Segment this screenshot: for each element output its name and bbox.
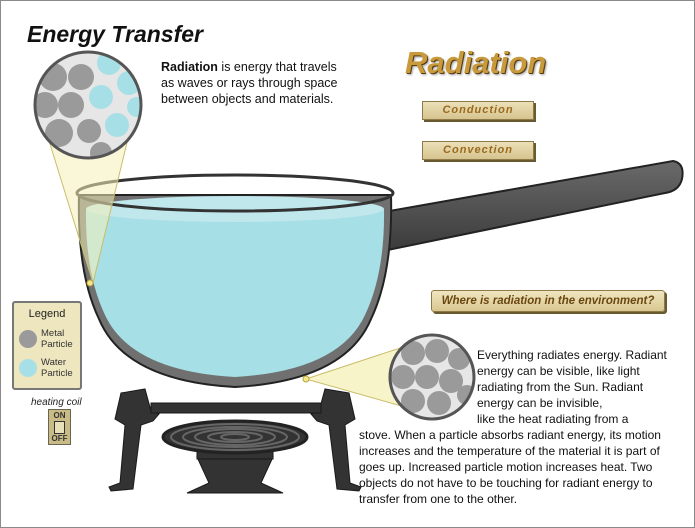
description-top: Everything radiates energy. Radiant ener… (477, 348, 667, 410)
legend-title: Legend (28, 308, 66, 320)
intro-text: Radiation is energy that travels as wave… (161, 59, 351, 107)
pot-handle (365, 159, 684, 255)
heating-coil-label: heating coil (31, 397, 82, 408)
page-title: Energy Transfer (27, 21, 203, 47)
description-indent: like the heat radiating from a (477, 412, 629, 426)
pot-water (85, 209, 385, 377)
conduction-button[interactable]: Conduction (422, 101, 534, 120)
legend: Legend Metal Particle Water Particle (12, 301, 82, 390)
switch-toggle[interactable] (54, 421, 65, 434)
legend-water-label: Water Particle (41, 357, 73, 379)
description-main: stove. When a particle absorbs radiant e… (359, 428, 661, 506)
section-heading: Radiation (405, 45, 547, 80)
environment-question-button[interactable]: Where is radiation in the environment? (431, 290, 665, 312)
heating-switch[interactable]: ON OFF (48, 409, 71, 445)
intro-body: is energy that travels as waves or rays … (161, 60, 338, 106)
switch-off-label: OFF (51, 434, 68, 443)
magnifier-bottom (388, 333, 476, 421)
metal-particle-swatch (19, 330, 37, 348)
convection-button[interactable]: Convection (422, 141, 534, 160)
heating-coil (161, 419, 309, 455)
intro-term: Radiation (161, 60, 218, 74)
switch-on-label: ON (53, 411, 66, 420)
legend-water-line2: Particle (41, 368, 73, 379)
magnifier-top (33, 50, 143, 160)
stove (108, 388, 362, 494)
legend-metal-label: Metal Particle (41, 328, 73, 350)
legend-metal-line1: Metal (41, 328, 65, 339)
legend-metal-line2: Particle (41, 339, 73, 350)
legend-water-line1: Water (41, 357, 66, 368)
water-particle-swatch (19, 359, 37, 377)
